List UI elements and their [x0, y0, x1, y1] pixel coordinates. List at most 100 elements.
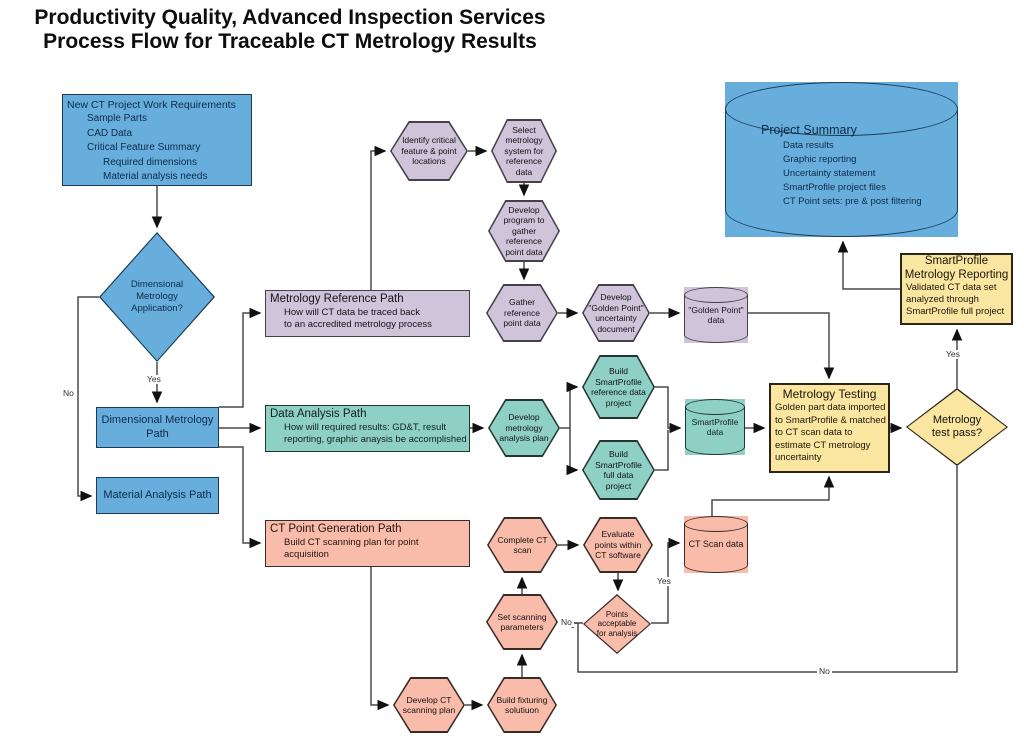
- hex-build-smartprofile-reference-project: Build SmartProfile reference data projec…: [582, 355, 655, 419]
- diagram-title: Productivity Quality, Advanced Inspectio…: [12, 6, 568, 54]
- hex-identify-critical-points: Identify critical feature & point locati…: [390, 121, 468, 181]
- node-line: reporting, graphic anaysis be accomplish…: [284, 433, 467, 445]
- node-title: New CT Project Work Requirements: [67, 99, 236, 111]
- hex-develop-metrology-analysis-plan: Develop metrology analysis plan: [488, 399, 560, 457]
- node-title: CT Point Generation Path: [270, 523, 402, 535]
- hex-fill: [488, 518, 557, 572]
- node-desc: Validated CT data set analyzed through S…: [906, 282, 1005, 317]
- node-label: Dimensional Metrology Path: [101, 414, 214, 440]
- hex-label: Select metrology system for reference da…: [504, 124, 544, 177]
- node-line: How will CT data be traced back: [284, 307, 421, 318]
- db-title: Project Summary: [761, 123, 857, 137]
- node-new-ct-project-requirements: New CT Project Work Requirements Sample …: [62, 94, 252, 186]
- db-label: CT Scan data: [688, 539, 744, 550]
- label-no-test-pass: No: [817, 666, 832, 676]
- hex-fill: [489, 201, 559, 261]
- hex-evaluate-points-ct-software: Evaluate points within CT software: [583, 517, 653, 573]
- db-smartprofile-data: SmartProfile data: [685, 399, 745, 455]
- hex-label: Build fixturing solutiuon: [496, 694, 548, 716]
- node-metrology-reference-path: Metrology Reference Path How will CT dat…: [265, 290, 470, 337]
- node-line: How will required results: GD&T, result: [284, 422, 447, 433]
- hex-build-fixturing-solution: Build fixturing solutiuon: [487, 677, 557, 733]
- node-line: acquisition: [284, 548, 329, 560]
- node-line: Required dimensions: [103, 156, 197, 168]
- node-line: to an accredited metrology process: [284, 318, 432, 330]
- hex-fill: [394, 678, 464, 732]
- node-data-analysis-path: Data Analysis Path How will required res…: [265, 405, 470, 452]
- hex-develop-gather-program: Develop program to gather reference poin…: [488, 200, 560, 262]
- label-no-dim-app: No: [61, 388, 76, 398]
- hex-fill: [583, 356, 654, 418]
- hex-develop-golden-point-uncertainty: Develop "Golden Point" uncertainty docum…: [582, 284, 650, 342]
- db-text: Project Summary Data results Graphic rep…: [761, 122, 922, 209]
- hex-develop-ct-scanning-plan: Develop CT scanning plan: [393, 677, 465, 733]
- hex-fill: [583, 441, 654, 499]
- node-title: SmartProfile: [924, 255, 989, 267]
- node-title: Metrology Reporting: [904, 268, 1009, 281]
- decision-metrology-test-pass: Metrology test pass?: [906, 388, 1008, 466]
- cylinder-top: [725, 82, 958, 136]
- db-line: CT Point sets: pre & post filtering: [783, 196, 922, 207]
- node-line: CAD Data: [87, 127, 133, 139]
- node-title: Metrology Reference Path: [270, 293, 404, 305]
- hex-fill: [391, 122, 467, 180]
- hex-build-smartprofile-full-project: Build SmartProfile full data project: [582, 440, 655, 500]
- hex-fill: [487, 285, 557, 341]
- node-desc: Golden part data imported to SmartProfil…: [775, 402, 886, 463]
- hex-label: Identify critical feature & point locati…: [401, 135, 457, 167]
- hex-select-metrology-system: Select metrology system for reference da…: [491, 119, 557, 183]
- node-material-analysis-path: Material Analysis Path: [96, 477, 219, 514]
- label-yes-dim-app: Yes: [145, 374, 163, 384]
- hex-fill: [487, 595, 557, 649]
- node-line: Build CT scanning plan for point: [284, 537, 419, 548]
- cylinder-top: [684, 516, 748, 532]
- db-line: Data results: [783, 140, 834, 151]
- db-golden-point-data: "Golden Point" data: [684, 287, 748, 343]
- label-yes-points-acceptable: Yes: [655, 576, 673, 586]
- node-metrology-testing: Metrology Testing Golden part data impor…: [769, 383, 890, 473]
- hex-label: Build SmartProfile full data project: [595, 449, 642, 491]
- decision-points-acceptable: Points acceptable for analysis: [583, 594, 651, 654]
- hex-label: Develop "Golden Point" uncertainty docum…: [588, 292, 644, 334]
- hex-label: Develop metrology analysis plan: [499, 412, 549, 444]
- hex-label: Evaluate points within CT software: [594, 529, 642, 561]
- decision-label: Metrology test pass?: [931, 413, 983, 440]
- node-line: Material analysis needs: [103, 171, 208, 182]
- cylinder-top: [684, 287, 748, 303]
- hex-label: Complete CT scan: [497, 534, 548, 556]
- hex-set-scanning-parameters: Set scanning parameters: [486, 594, 558, 650]
- label-no-points-acceptable: No: [559, 617, 574, 627]
- hex-fill: [583, 285, 649, 341]
- label-yes-test-pass: Yes: [944, 349, 962, 359]
- db-label: SmartProfile data: [691, 416, 739, 438]
- db-line: SmartProfile project files: [783, 182, 886, 193]
- diagram-title-line1: Productivity Quality, Advanced Inspectio…: [34, 6, 546, 29]
- hex-fill: [584, 518, 652, 572]
- decision-label: Dimensional Metrology Application?: [130, 279, 184, 314]
- cylinder-top: [685, 399, 745, 415]
- node-smartprofile-metrology-reporting: SmartProfile Metrology Reporting Validat…: [900, 253, 1013, 325]
- node-label: Material Analysis Path: [103, 488, 212, 501]
- hex-label: Develop program to gather reference poin…: [503, 204, 545, 257]
- hex-fill: [488, 678, 556, 732]
- node-line: Sample Parts: [87, 113, 148, 124]
- hex-complete-ct-scan: Complete CT scan: [487, 517, 558, 573]
- node-title: Metrology Testing: [782, 387, 877, 401]
- hex-label: Build SmartProfile reference data projec…: [591, 366, 646, 408]
- decision-label: Points acceptable for analysis: [596, 609, 638, 638]
- db-project-summary: Project Summary Data results Graphic rep…: [725, 82, 958, 237]
- node-line: Critical Feature Summary: [87, 142, 201, 153]
- node-ct-point-generation-path: CT Point Generation Path Build CT scanni…: [265, 520, 470, 567]
- node-title: Data Analysis Path: [270, 408, 367, 420]
- decision-dimensional-metrology-application: Dimensional Metrology Application?: [99, 232, 215, 362]
- hex-label: Set scanning parameters: [497, 611, 547, 633]
- db-line: Graphic reporting: [783, 154, 857, 165]
- node-dimensional-metrology-path: Dimensional Metrology Path: [96, 407, 219, 448]
- hex-label: Gather reference point data: [503, 297, 541, 329]
- diagram-title-line2: Process Flow for Traceable CT Metrology …: [43, 30, 537, 53]
- db-line: Uncertainty statement: [783, 168, 876, 179]
- db-ct-scan-data: CT Scan data: [684, 516, 748, 573]
- hex-fill: [489, 400, 559, 456]
- hex-label: Develop CT scanning plan: [402, 694, 456, 716]
